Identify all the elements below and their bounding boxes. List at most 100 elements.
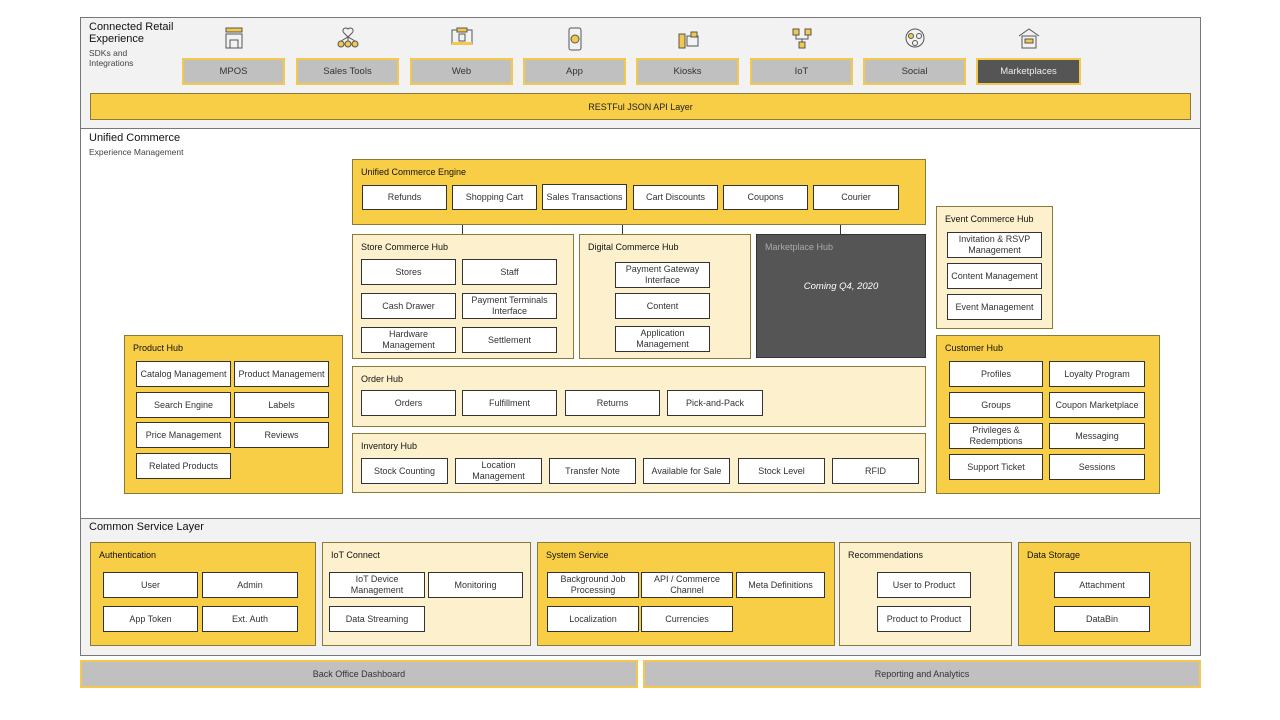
hub-item[interactable]: Payment Terminals Interface	[462, 293, 557, 319]
mobile-app-icon	[563, 26, 587, 52]
hub-item[interactable]: Labels	[234, 392, 329, 418]
hub-item[interactable]: Monitoring	[428, 572, 523, 598]
hub-item[interactable]: Sales Transactions	[542, 184, 627, 210]
hub-item[interactable]: Coupons	[723, 185, 808, 210]
hub-item[interactable]: Returns	[565, 390, 660, 416]
hub-item[interactable]: Background Job Processing	[547, 572, 639, 598]
hub-title: IoT Connect	[331, 550, 380, 560]
hub-item[interactable]: Stock Level	[738, 458, 825, 484]
channel-button[interactable]: Social	[863, 58, 966, 85]
hub-item[interactable]: Refunds	[362, 185, 447, 210]
hub-item[interactable]: Ext. Auth	[202, 606, 298, 632]
channel-button[interactable]: Sales Tools	[296, 58, 399, 85]
channel-button[interactable]: App	[523, 58, 626, 85]
hub-item[interactable]: Application Management	[615, 326, 710, 352]
hub-item[interactable]: Groups	[949, 392, 1043, 418]
hub-item[interactable]: Attachment	[1054, 572, 1150, 598]
hub-item[interactable]: Related Products	[136, 453, 231, 479]
section-title: Common Service Layer	[89, 521, 204, 533]
hub-item[interactable]: Content	[615, 293, 710, 319]
store-icon	[222, 26, 246, 52]
hub-item[interactable]: Shopping Cart	[452, 185, 537, 210]
hub-item[interactable]: API / Commerce Channel	[641, 572, 733, 598]
hub-title: Data Storage	[1027, 550, 1081, 560]
hub-item[interactable]: Search Engine	[136, 392, 231, 418]
hub-title: Order Hub	[361, 374, 404, 384]
hub-item[interactable]: Price Management	[136, 422, 231, 448]
section-subtitle: SDKs and Integrations	[89, 48, 134, 68]
hub-item[interactable]: Product to Product	[877, 606, 971, 632]
hub-title: Event Commerce Hub	[945, 214, 1034, 224]
hub-item[interactable]: Orders	[361, 390, 456, 416]
hub-title: Digital Commerce Hub	[588, 242, 679, 252]
hub-item[interactable]: IoT Device Management	[329, 572, 425, 598]
hub-item[interactable]: Cart Discounts	[633, 185, 718, 210]
section-title: Unified Commerce	[89, 132, 181, 144]
hub-item[interactable]: Reviews	[234, 422, 329, 448]
connector-line	[840, 225, 841, 234]
channel-button[interactable]: Web	[410, 58, 513, 85]
channel-button[interactable]: Kiosks	[636, 58, 739, 85]
hub-item[interactable]: Transfer Note	[549, 458, 636, 484]
connector-line	[462, 225, 463, 234]
hub-item[interactable]: Profiles	[949, 361, 1043, 387]
hub-item[interactable]: User to Product	[877, 572, 971, 598]
web-store-icon	[450, 26, 474, 52]
hub-item[interactable]: Stores	[361, 259, 456, 285]
hub-item[interactable]: Staff	[462, 259, 557, 285]
hub-item[interactable]: Invitation & RSVP Management	[947, 232, 1042, 258]
connector-line	[622, 225, 623, 234]
hub-item[interactable]: Currencies	[641, 606, 733, 632]
hub-item[interactable]: Loyalty Program	[1049, 361, 1145, 387]
hub-item[interactable]: Catalog Management	[136, 361, 231, 387]
hub-item[interactable]: Payment Gateway Interface	[615, 262, 710, 288]
hub-item[interactable]: Settlement	[462, 327, 557, 353]
section-subtitle: Experience Management	[89, 147, 184, 157]
back-office-dashboard-bar[interactable]: Back Office Dashboard	[80, 660, 638, 688]
coming-soon-note: Coming Q4, 2020	[803, 281, 879, 292]
hub-item[interactable]: Coupon Marketplace	[1049, 392, 1145, 418]
hub-item[interactable]: Cash Drawer	[361, 293, 456, 319]
hub-item[interactable]: Product Management	[234, 361, 329, 387]
marketplace-hub	[756, 234, 926, 358]
hub-item[interactable]: Location Management	[455, 458, 542, 484]
api-layer-bar: RESTFul JSON API Layer	[90, 93, 1191, 120]
channel-button[interactable]: IoT	[750, 58, 853, 85]
hub-item[interactable]: RFID	[832, 458, 919, 484]
hub-item[interactable]: Sessions	[1049, 454, 1145, 480]
hub-item[interactable]: Event Management	[947, 294, 1042, 320]
hub-item[interactable]: Content Management	[947, 263, 1042, 289]
hub-item[interactable]: Messaging	[1049, 423, 1145, 449]
hub-item[interactable]: Support Ticket	[949, 454, 1043, 480]
hub-title: Product Hub	[133, 343, 184, 353]
hub-title: Recommendations	[848, 550, 924, 560]
hub-title: Unified Commerce Engine	[361, 167, 467, 177]
hub-item[interactable]: Hardware Management	[361, 327, 456, 353]
hub-item[interactable]: Pick-and-Pack	[667, 390, 763, 416]
hub-item[interactable]: Meta Definitions	[736, 572, 825, 598]
hub-item[interactable]: Available for Sale	[643, 458, 730, 484]
social-people-icon	[903, 26, 927, 52]
hub-item[interactable]: DataBin	[1054, 606, 1150, 632]
hub-item[interactable]: App Token	[103, 606, 198, 632]
hub-item[interactable]: Courier	[813, 185, 899, 210]
hub-item[interactable]: Stock Counting	[361, 458, 448, 484]
channel-button[interactable]: Marketplaces	[976, 58, 1081, 85]
hub-item[interactable]: Admin	[202, 572, 298, 598]
hub-item[interactable]: Privileges & Redemptions	[949, 423, 1043, 449]
kiosk-icon	[676, 26, 700, 52]
hub-title: Inventory Hub	[361, 441, 418, 451]
hub-title: Marketplace Hub	[765, 242, 834, 252]
hub-title: Customer Hub	[945, 343, 1004, 353]
hub-item[interactable]: Data Streaming	[329, 606, 425, 632]
section-title: Connected Retail Experience	[89, 21, 174, 45]
hub-item[interactable]: Fulfillment	[462, 390, 557, 416]
channel-button[interactable]: MPOS	[182, 58, 285, 85]
reporting-analytics-bar[interactable]: Reporting and Analytics	[643, 660, 1201, 688]
hub-title: Store Commerce Hub	[361, 242, 449, 252]
hub-item[interactable]: Localization	[547, 606, 639, 632]
hub-item[interactable]: User	[103, 572, 198, 598]
iot-network-icon	[790, 26, 814, 52]
team-icon	[336, 26, 360, 52]
hub-title: Authentication	[99, 550, 157, 560]
